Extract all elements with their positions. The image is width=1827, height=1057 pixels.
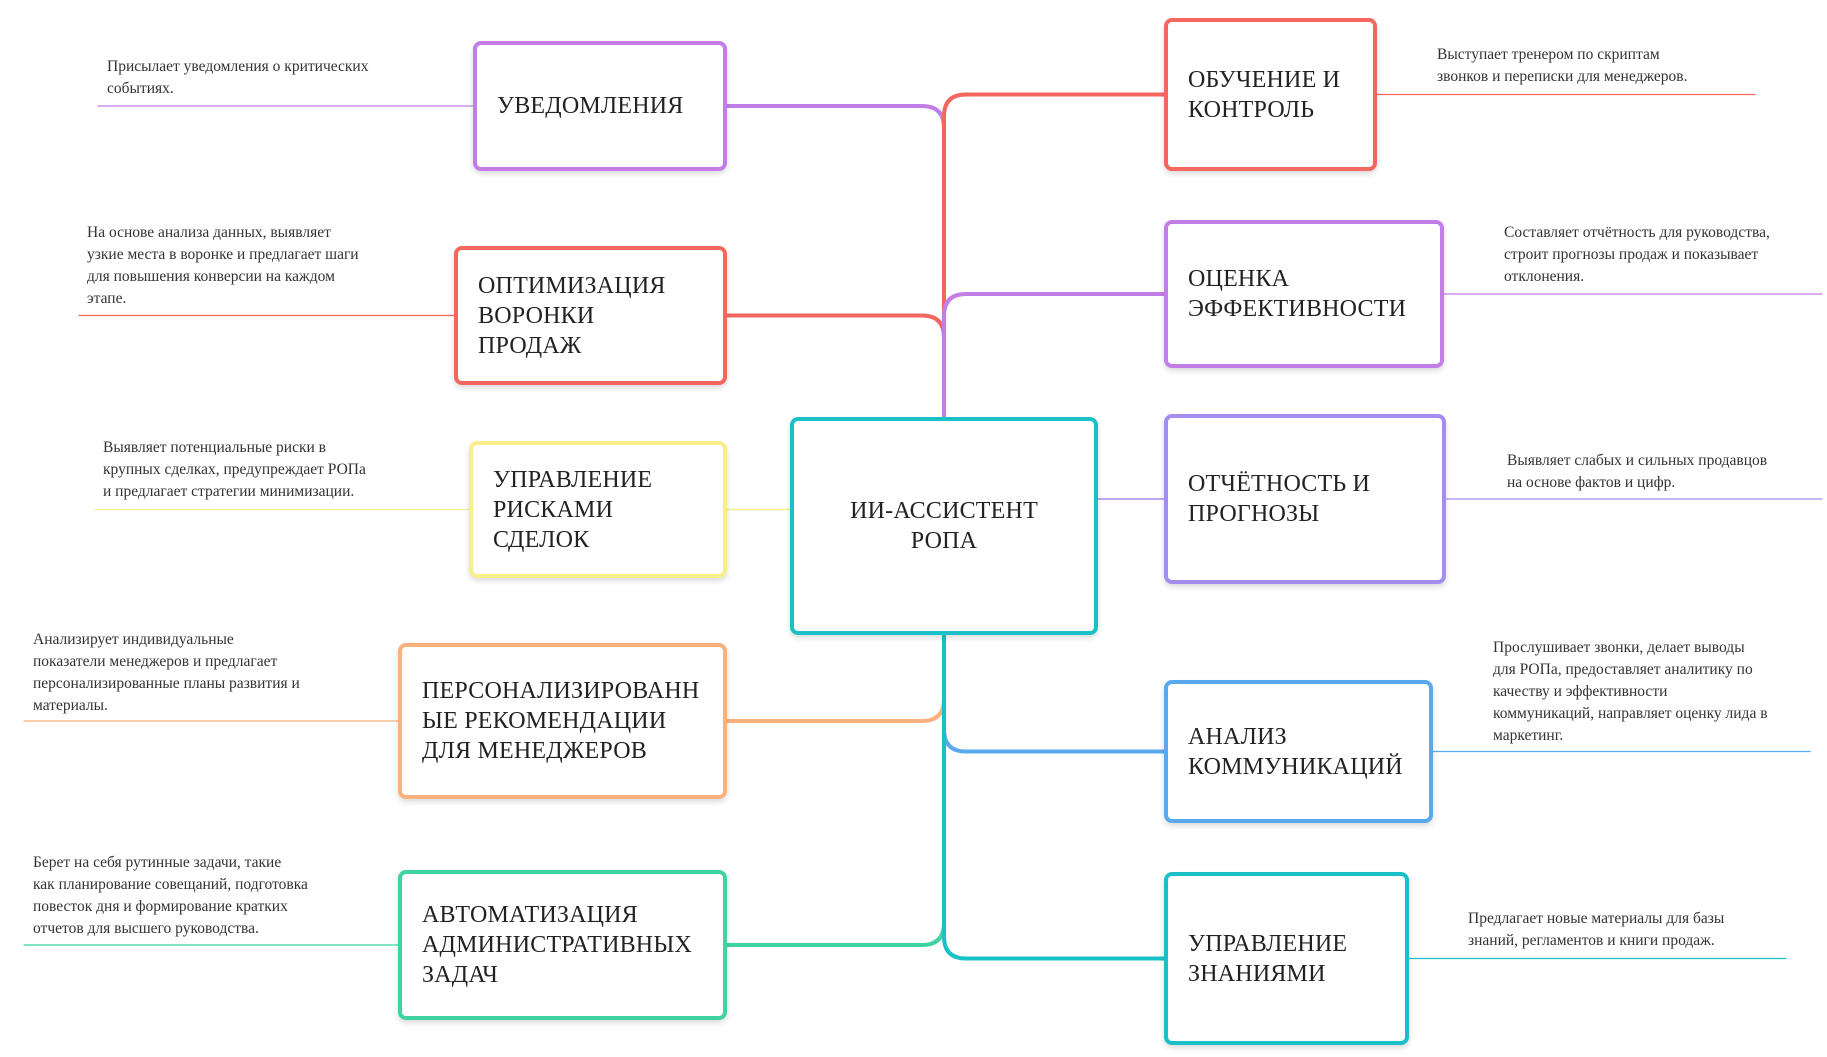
branch-note-notifications: Присылает уведомления о критических собы… — [107, 58, 369, 97]
branch-label: АВТОМАТИЗАЦИЯ АДМИНИСТРАТИВНЫХ ЗАДАЧ — [422, 902, 693, 988]
branch-efficiency[interactable]: ОЦЕНКА ЭФФЕКТИВНОСТИ — [1164, 220, 1444, 368]
branch-communications[interactable]: АНАЛИЗ КОММУНИКАЦИЙ — [1164, 680, 1433, 823]
branch-note-funnel: На основе анализа данных, выявляет узкие… — [87, 224, 359, 307]
branch-label: ОЦЕНКА ЭФФЕКТИВНОСТИ — [1188, 266, 1407, 322]
connector — [725, 633, 946, 723]
central-node-label: ИИ-АССИСТЕНТ РОПА — [850, 498, 1038, 554]
branch-note-communications: Прослушивает звонки, делает выводы для Р… — [1493, 639, 1768, 744]
connector — [725, 633, 946, 947]
branch-label: АНАЛИЗ КОММУНИКАЦИЙ — [1188, 723, 1403, 780]
branch-training[interactable]: ОБУЧЕНИЕ И КОНТРОЛЬ — [1164, 18, 1377, 171]
branch-risks[interactable]: УПРАВЛЕНИЕ РИСКАМИ СДЕЛОК — [469, 441, 727, 578]
branch-label: ОПТИМИЗАЦИЯ ВОРОНКИ ПРОДАЖ — [478, 272, 666, 359]
connector — [725, 104, 946, 419]
branch-label: ПЕРСОНАЛИЗИРОВАНН ЫЕ РЕКОМЕНДАЦИИ ДЛЯ МЕ… — [422, 678, 700, 764]
branch-label: ОБУЧЕНИЕ И КОНТРОЛЬ — [1188, 66, 1341, 123]
branch-reporting[interactable]: ОТЧЁТНОСТЬ И ПРОГНОЗЫ — [1164, 414, 1446, 584]
branch-note-risks: Выявляет потенциальные риски в крупных с… — [103, 439, 366, 500]
connector — [725, 313, 946, 419]
branch-recommendations[interactable]: ПЕРСОНАЛИЗИРОВАНН ЫЕ РЕКОМЕНДАЦИИ ДЛЯ МЕ… — [398, 643, 727, 799]
branch-label: УВЕДОМЛЕНИЯ — [497, 93, 684, 119]
connector — [942, 92, 1166, 419]
branch-label: УПРАВЛЕНИЕ ЗНАНИЯМИ — [1188, 930, 1348, 987]
branch-label: ОТЧЁТНОСТЬ И ПРОГНОЗЫ — [1188, 471, 1371, 527]
branch-notifications[interactable]: УВЕДОМЛЕНИЯ — [473, 41, 727, 171]
branch-note-recommendations: Анализирует индивидуальные показатели ме… — [33, 631, 300, 714]
branch-note-knowledge: Предлагает новые материалы для базы знан… — [1468, 910, 1725, 949]
central-node[interactable]: ИИ-АССИСТЕНТ РОПА — [790, 417, 1098, 635]
branch-note-reporting: Выявляет слабых и сильных продавцов на о… — [1507, 452, 1768, 491]
branch-funnel[interactable]: ОПТИМИЗАЦИЯ ВОРОНКИ ПРОДАЖ — [454, 246, 727, 385]
branch-note-training: Выступает тренером по скриптам звонков и… — [1437, 46, 1688, 85]
branch-note-automation: Берет на себя рутинные задачи, такие как… — [33, 854, 308, 937]
connector — [942, 633, 1166, 754]
connector — [942, 633, 1166, 961]
connector — [942, 292, 1166, 419]
branch-automation[interactable]: АВТОМАТИЗАЦИЯ АДМИНИСТРАТИВНЫХ ЗАДАЧ — [398, 870, 727, 1020]
branch-knowledge[interactable]: УПРАВЛЕНИЕ ЗНАНИЯМИ — [1164, 872, 1409, 1045]
branch-note-efficiency: Составляет отчётность для руководства, с… — [1504, 224, 1770, 285]
branch-label: УПРАВЛЕНИЕ РИСКАМИ СДЕЛОК — [493, 466, 653, 553]
